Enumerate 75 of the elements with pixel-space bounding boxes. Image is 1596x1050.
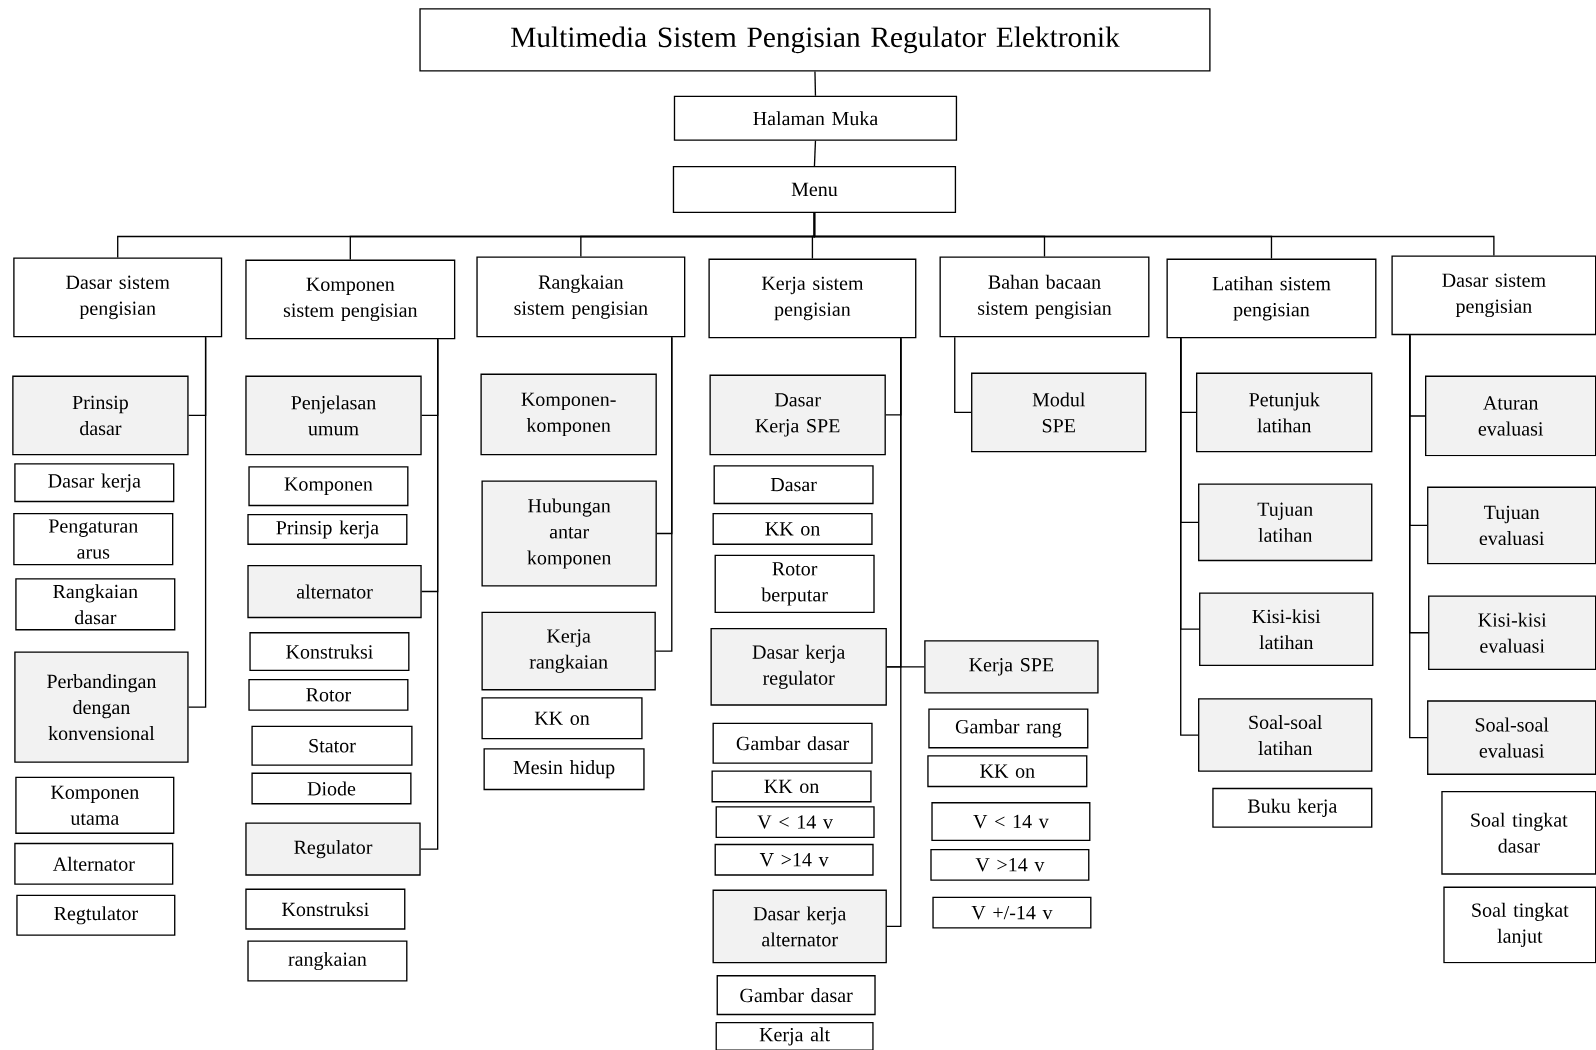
topic-box: Tujuan evaluasi	[1427, 486, 1596, 565]
connector-line	[813, 140, 817, 167]
connector-line	[954, 336, 972, 414]
topic-box: Modul SPE	[971, 372, 1147, 453]
content-box: Dasar kerja	[14, 463, 175, 503]
connector-line	[886, 666, 925, 668]
content-box: Komponen utama	[15, 776, 175, 834]
content-box: Prinsip kerja	[247, 514, 408, 545]
category-box: Komponen sistem pengisian	[245, 259, 456, 340]
content-box: Soal tingkat lanjut	[1443, 886, 1596, 964]
content-box: Gambar dasar	[716, 975, 876, 1016]
category-box: Kerja sistem pengisian	[708, 258, 917, 339]
topic-box: Aturan evaluasi	[1425, 375, 1596, 457]
content-box: V < 14 v	[931, 802, 1091, 842]
topic-box: Dasar Kerja SPE	[709, 374, 886, 456]
content-box: Alternator	[14, 842, 174, 885]
content-box: Gambar rang	[928, 708, 1089, 749]
topic-box: Prinsip dasar	[12, 375, 189, 456]
topic-box: Soal-soal latihan	[1198, 698, 1373, 772]
connector-line	[187, 336, 207, 708]
page-box: Menu	[672, 165, 957, 214]
topic-box: Kisi-kisi latihan	[1199, 592, 1374, 666]
connector-line	[886, 337, 902, 928]
content-box: Regtulator	[16, 894, 176, 936]
topic-box: Tujuan latihan	[1198, 483, 1373, 562]
topic-box: Kisi-kisi evaluasi	[1428, 595, 1596, 671]
topic-box: Petunjuk latihan	[1196, 372, 1373, 453]
content-box: Rangkaian dasar	[15, 578, 176, 631]
topic-box: Penjelasan umum	[245, 375, 422, 456]
content-box: Gambar dasar	[712, 722, 873, 764]
connector-line	[1180, 337, 1199, 736]
content-box: Rotor berputar	[714, 554, 875, 614]
connector-line	[813, 212, 1495, 257]
content-box: V +/-14 v	[932, 896, 1092, 929]
connector-line	[655, 336, 673, 652]
connector-line	[814, 70, 817, 97]
content-box: KK on	[711, 770, 872, 803]
content-box: V >14 v	[930, 848, 1090, 881]
category-box: Rangkaian sistem pengisian	[476, 256, 686, 338]
content-box: Diode	[251, 772, 412, 805]
topic-box: Soal-soal evaluasi	[1427, 700, 1596, 775]
topic-box: Kerja rangkaian	[481, 611, 656, 691]
content-box: KK on	[712, 513, 873, 545]
connector-line	[420, 338, 439, 850]
content-box: Stator	[251, 725, 413, 766]
content-box: KK on	[481, 697, 643, 740]
category-box: Dasar sistem pengisian	[1391, 255, 1596, 336]
topic-box: Dasar kerja alternator	[712, 889, 887, 964]
topic-box: Komponen-komponen	[480, 373, 657, 456]
content-box: V < 14 v	[715, 806, 875, 838]
category-box: Latihan sistem pengisian	[1166, 258, 1377, 339]
content-box: V >14 v	[714, 843, 874, 876]
topic-box: Perbandingan dengan konvensional	[14, 651, 189, 763]
topic-box: Regulator	[245, 822, 421, 876]
topic-box: Hubungan antar komponen	[481, 480, 657, 587]
content-box: KK on	[927, 755, 1088, 788]
category-box: Dasar sistem pengisian	[13, 257, 223, 338]
content-box: Buku kerja	[1212, 787, 1373, 828]
content-box: Soal tingkat dasar	[1441, 790, 1596, 875]
title-box: Multimedia Sistem Pengisian Regulator Elektronik	[419, 8, 1211, 72]
content-box: Mesin hidup	[483, 748, 645, 791]
content-box: rangkaian	[247, 940, 408, 982]
topic-box: Dasar kerja regulator	[710, 628, 887, 706]
content-box: Kerja alt	[715, 1021, 874, 1050]
connector-line	[1409, 334, 1428, 739]
topic-box: alternator	[247, 564, 422, 619]
content-box: Rotor	[248, 678, 409, 711]
content-box: Dasar	[713, 465, 874, 505]
content-box: Komponen	[248, 466, 409, 507]
content-box: Pengaturan arus	[13, 513, 174, 566]
content-box: Konstruksi	[249, 632, 410, 672]
topic-box: Kerja SPE	[924, 640, 1099, 694]
category-box: Bahan bacaan sistem pengisian	[939, 256, 1150, 338]
content-box: Konstruksi	[245, 888, 406, 930]
page-box: Halaman Muka	[673, 95, 958, 141]
